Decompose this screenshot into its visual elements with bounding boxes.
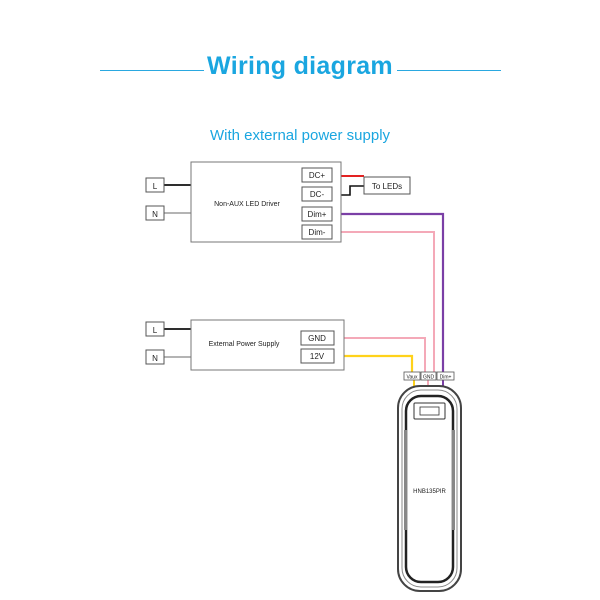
title-rule-right bbox=[397, 70, 501, 71]
to-leds: To LEDs bbox=[363, 176, 411, 195]
pin-vaux-label: Vaux bbox=[406, 375, 418, 381]
wire-psu-gnd bbox=[334, 337, 426, 372]
terminal-12v-label: 12V bbox=[310, 352, 325, 361]
wire-dim-minus bbox=[332, 231, 435, 372]
wire-dim-plus bbox=[332, 212, 445, 372]
pin-dim-plus-label: Dim+ bbox=[440, 375, 452, 381]
external-power-supply: External Power Supply GND 12V bbox=[190, 319, 345, 371]
driver-input-l: L bbox=[153, 182, 158, 191]
led-driver: Non-AUX LED Driver DC+ DC- Dim+ Dim- bbox=[190, 161, 342, 243]
sensor-connector bbox=[413, 402, 446, 420]
power-supply-label: External Power Supply bbox=[209, 341, 280, 348]
sensor-pins: Vaux GND Dim+ bbox=[403, 371, 455, 381]
psu-input-l: L bbox=[153, 326, 158, 335]
led-driver-label: Non-AUX LED Driver bbox=[214, 201, 280, 208]
pin-gnd bbox=[420, 371, 437, 381]
to-leds-label: To LEDs bbox=[372, 182, 402, 191]
wire-psu-12v bbox=[334, 354, 414, 372]
title-rule-left bbox=[100, 70, 204, 71]
terminal-dc-plus bbox=[301, 167, 333, 183]
terminal-dc-minus-label: DC- bbox=[310, 190, 325, 199]
sensor-device: HNB135PIR bbox=[397, 385, 462, 592]
terminal-12v bbox=[300, 348, 335, 364]
terminal-dim-plus-label: Dim+ bbox=[308, 210, 327, 219]
pin-dim-plus bbox=[436, 371, 455, 381]
driver-input-n: N bbox=[152, 210, 158, 219]
terminal-gnd bbox=[300, 330, 335, 346]
pin-gnd-label: GND bbox=[423, 375, 435, 381]
terminal-dim-minus-label: Dim- bbox=[309, 228, 326, 237]
psu-input-n: N bbox=[152, 354, 158, 363]
terminal-gnd-label: GND bbox=[308, 334, 326, 343]
terminal-dc-minus bbox=[301, 186, 333, 202]
sensor-model-label: HNB135PIR bbox=[413, 489, 446, 495]
pin-vaux bbox=[403, 371, 421, 381]
page-title: Wiring diagram bbox=[207, 52, 393, 80]
terminal-dim-minus bbox=[301, 224, 333, 240]
psu-mains-inputs: L N bbox=[145, 321, 165, 365]
page-subtitle: With external power supply bbox=[209, 127, 391, 144]
terminal-dim-plus bbox=[301, 206, 333, 222]
driver-mains-inputs: L N bbox=[145, 177, 165, 221]
sensor-rail-right bbox=[452, 430, 455, 530]
sensor-rail-left bbox=[404, 430, 407, 530]
terminal-dc-plus-label: DC+ bbox=[309, 171, 326, 180]
